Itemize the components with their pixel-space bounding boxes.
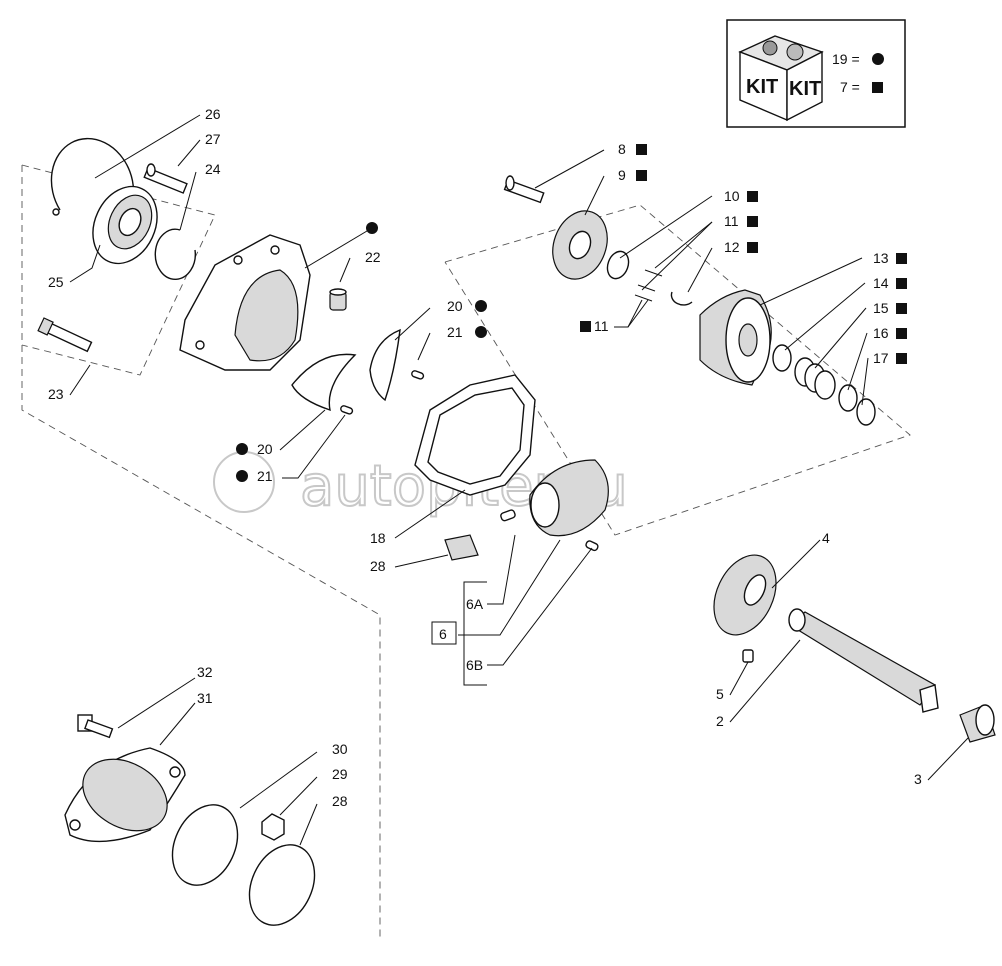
part-30-o-ring	[171, 804, 239, 886]
label-22: 22	[365, 249, 381, 265]
label-16: 16	[873, 325, 889, 341]
part-20-thrust-plate-right	[369, 328, 401, 402]
label-2: 2	[716, 713, 724, 729]
label-8: 8	[618, 141, 626, 157]
label-6A: 6A	[466, 596, 484, 612]
circle-marker-icon	[236, 443, 248, 455]
part-10-ring	[606, 250, 630, 280]
label-6B: 6B	[466, 657, 483, 673]
kit-legend: KIT KIT 19 = 7 =	[726, 19, 906, 128]
part-21-pin-right	[411, 370, 425, 380]
label-29: 29	[332, 766, 348, 782]
part-28-o-ring	[248, 844, 316, 926]
part-23-bolt	[37, 317, 93, 353]
label-26: 26	[205, 106, 221, 122]
circle-marker-icon	[475, 326, 487, 338]
label-18: 18	[370, 530, 386, 546]
kit-text-left: KIT	[746, 76, 778, 98]
label-21-right: 21	[447, 324, 463, 340]
kit-box-icon: KIT KIT	[738, 35, 824, 122]
label-10: 10	[724, 188, 740, 204]
part-16-washer	[838, 384, 858, 412]
square-marker-icon	[896, 353, 907, 364]
part-24-circlip	[154, 228, 196, 280]
part-12-half-bushing	[670, 291, 693, 306]
part-4-swash-plate	[713, 554, 777, 636]
part-29-nut	[261, 813, 285, 841]
label-11-bottom: 11	[594, 318, 609, 334]
part-25-bearing	[92, 185, 158, 265]
square-marker-icon	[872, 82, 883, 93]
part-27-stud	[143, 163, 188, 194]
part-21-pin-left	[340, 405, 354, 415]
label-31: 31	[197, 690, 213, 706]
part-6A-key	[500, 509, 516, 522]
square-marker-icon	[747, 191, 758, 202]
part-9-port-plate	[552, 210, 608, 280]
label-15: 15	[873, 300, 889, 316]
label-6-box	[431, 621, 457, 645]
label-28-bottom: 28	[332, 793, 348, 809]
circle-marker-icon	[236, 470, 248, 482]
label-28-top: 28	[370, 558, 386, 574]
square-marker-icon	[747, 216, 758, 227]
label-25: 25	[48, 274, 64, 290]
housing-cover	[179, 234, 311, 371]
part-17-snap-ring	[856, 398, 876, 426]
label-9: 9	[618, 167, 626, 183]
square-marker-icon	[747, 242, 758, 253]
label-20-right: 20	[447, 298, 463, 314]
label-20-left: 20	[257, 441, 273, 457]
part-31-flange	[64, 747, 186, 843]
label-23: 23	[48, 386, 64, 402]
kit-text-right: KIT	[789, 78, 821, 100]
square-marker-icon	[896, 253, 907, 264]
part-2-shaft	[788, 608, 939, 713]
label-4: 4	[822, 530, 830, 546]
label-27: 27	[205, 131, 221, 147]
square-marker-icon	[896, 278, 907, 289]
label-6: 6	[439, 626, 447, 642]
label-32: 32	[197, 664, 213, 680]
label-21-left: 21	[257, 468, 273, 484]
square-marker-icon	[580, 321, 591, 332]
label-14: 14	[873, 275, 889, 291]
square-marker-icon	[896, 303, 907, 314]
assembly-boundary-left	[21, 165, 381, 940]
circle-marker-icon	[366, 222, 378, 234]
part-32-bolt	[77, 714, 114, 739]
square-marker-icon	[896, 328, 907, 339]
part-13-cylinder-block	[699, 289, 772, 386]
part-28-seal-block	[444, 534, 479, 561]
square-marker-icon	[636, 144, 647, 155]
part-20-thrust-plate-left	[291, 353, 357, 412]
part-6-gear	[529, 459, 609, 537]
square-marker-icon	[636, 170, 647, 181]
label-12: 12	[724, 239, 740, 255]
label-5: 5	[716, 686, 724, 702]
label-30: 30	[332, 741, 348, 757]
part-8-pin	[503, 175, 545, 204]
kit-legend-entry-7: 7 =	[840, 79, 860, 95]
part-14-washer	[772, 344, 792, 372]
label-17: 17	[873, 350, 889, 366]
label-13: 13	[873, 250, 889, 266]
part-15-spring	[794, 357, 836, 400]
circle-marker-icon	[872, 53, 884, 65]
part-labels: 26 27 24 25 22 23 20 21 20 21 8 9 10 11 …	[48, 106, 922, 809]
label-11-top: 11	[724, 213, 739, 229]
part-5-pin	[742, 649, 754, 663]
part-22-bushing	[329, 288, 347, 311]
part-3-bushing	[959, 704, 996, 743]
leader-lines	[69, 114, 969, 846]
part-18-gasket	[414, 374, 536, 496]
part-11-shims	[634, 269, 663, 302]
circle-marker-icon	[475, 300, 487, 312]
part-6B-key	[585, 540, 599, 552]
label-3: 3	[914, 771, 922, 787]
label-24: 24	[205, 161, 221, 177]
kit-legend-entry-19: 19 =	[832, 51, 860, 67]
